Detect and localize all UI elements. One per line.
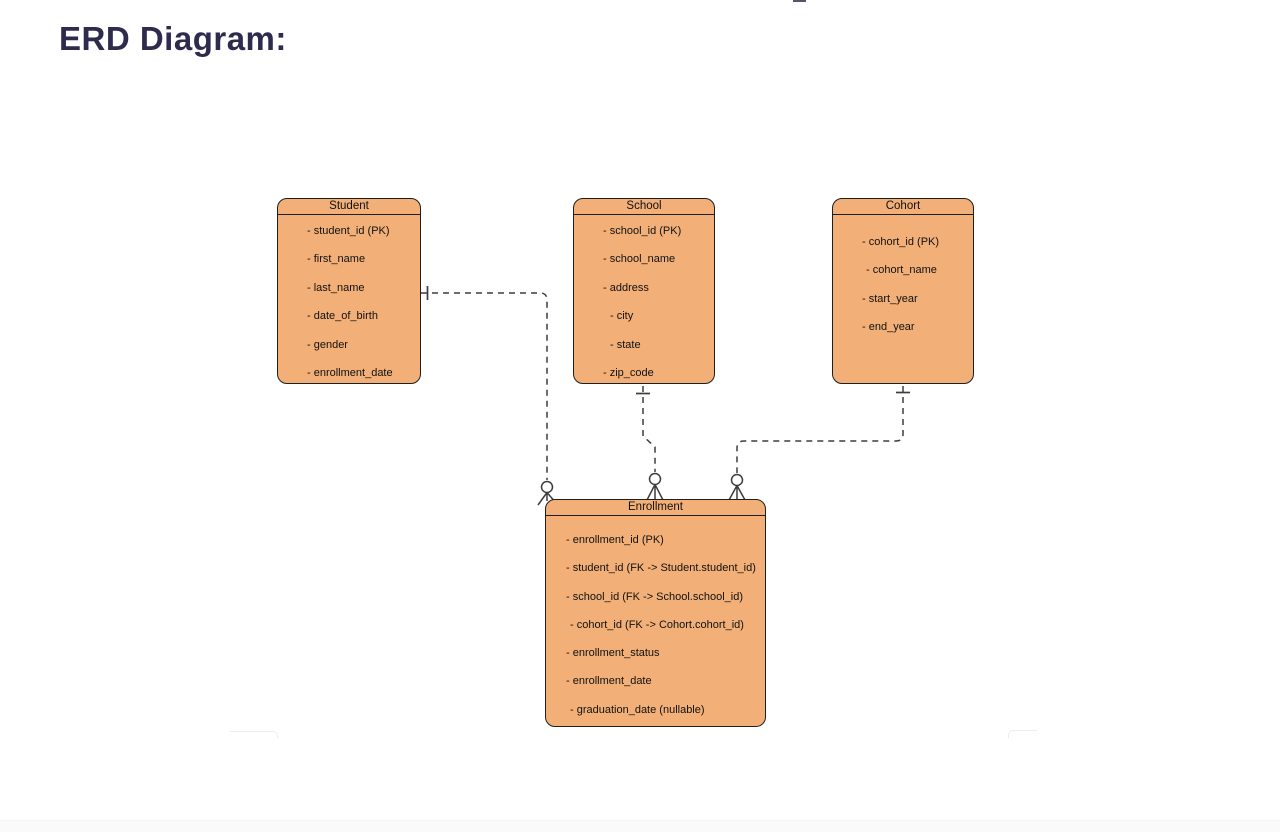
- entity-field: - graduation_date (nullable): [570, 703, 705, 716]
- connector-school-enrollment: [636, 386, 664, 501]
- entity-field: - enrollment_id (PK): [566, 534, 664, 546]
- entity-field: - enrollment_status: [566, 647, 660, 660]
- entity-field: - end_year: [862, 321, 915, 334]
- entity-enrollment-title: Enrollment: [546, 500, 765, 516]
- page-title: ERD Diagram:: [59, 20, 287, 57]
- entity-field: - school_id (FK -> School.school_id): [566, 590, 743, 603]
- entity-student-fields: - student_id (PK) - first_name - last_na…: [278, 215, 420, 387]
- dashed-line: [642, 386, 656, 472]
- entity-field: - cohort_id (FK -> Cohort.cohort_id): [570, 618, 744, 631]
- entity-enrollment: Enrollment - enrollment_id (PK) - studen…: [545, 499, 766, 727]
- entity-field: - last_name: [307, 281, 365, 294]
- entity-field: - state: [610, 338, 641, 351]
- entity-field: - enrollment_date: [566, 675, 652, 688]
- entity-enrollment-fields: - enrollment_id (PK) - student_id (FK ->…: [546, 516, 765, 724]
- entity-school: School - school_id (PK) - school_name - …: [573, 198, 715, 384]
- entity-field: - address: [603, 281, 649, 294]
- dashed-line: [421, 292, 548, 480]
- entity-field: - zip_code: [603, 366, 654, 379]
- entity-student-title: Student: [278, 199, 420, 215]
- clipped-top-artifact: [793, 0, 806, 2]
- entity-cohort: Cohort - cohort_id (PK) - cohort_name - …: [832, 198, 974, 384]
- entity-school-fields: - school_id (PK) - school_name - address…: [574, 215, 714, 387]
- entity-field: - school_name: [603, 253, 676, 266]
- entity-student: Student - student_id (PK) - first_name -…: [277, 198, 421, 384]
- entity-cohort-fields: - cohort_id (PK) - cohort_name - start_y…: [833, 215, 973, 342]
- entity-field: - start_year: [862, 292, 918, 305]
- cardinality-zero-circle: [540, 480, 554, 494]
- entity-field: - cohort_id (PK): [862, 236, 940, 248]
- entity-field: - gender: [307, 338, 348, 351]
- entity-field: - city: [610, 310, 634, 323]
- dashed-line: [736, 386, 904, 473]
- entity-school-title: School: [574, 199, 714, 215]
- connector-cohort-enrollment: [728, 386, 910, 501]
- entity-field: - cohort_name: [866, 264, 937, 277]
- cardinality-zero-circle: [648, 472, 662, 486]
- entity-field: - date_of_birth: [307, 310, 378, 323]
- crow-foot-many: [646, 484, 664, 501]
- entity-field: - first_name: [307, 253, 366, 266]
- faded-box-corner-artifact-right: [1008, 730, 1037, 738]
- footer-strip: [0, 820, 1280, 832]
- entity-field: - student_id (PK): [307, 225, 390, 237]
- crow-foot-many: [728, 485, 746, 501]
- entity-field: - student_id (FK -> Student.student_id): [566, 562, 756, 575]
- connector-student-enrollment: [421, 286, 557, 506]
- entity-field: - enrollment_date: [307, 366, 393, 379]
- cardinality-zero-circle: [730, 473, 744, 487]
- entity-cohort-title: Cohort: [833, 199, 973, 215]
- entity-field: - school_id (PK): [603, 225, 682, 237]
- faded-box-corner-artifact-left: [230, 731, 278, 738]
